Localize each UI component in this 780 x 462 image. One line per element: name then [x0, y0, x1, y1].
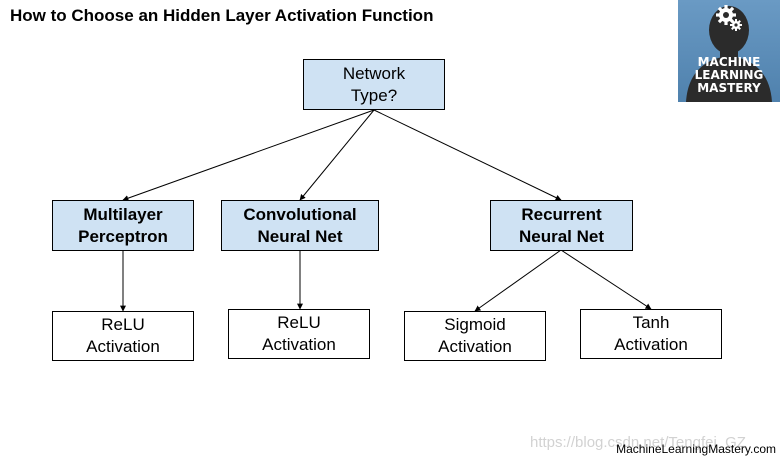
node-cnn-line1: Convolutional — [243, 204, 357, 224]
node-tanh-line2: Activation — [614, 335, 688, 354]
node-network-type: Network Type? — [303, 59, 445, 110]
node-relu-mlp-line1: ReLU — [101, 315, 145, 334]
node-tanh-activation: Tanh Activation — [580, 309, 722, 359]
footer-site-credit: MachineLearningMastery.com — [616, 442, 776, 456]
node-convolutional-neural-net: Convolutional Neural Net — [221, 200, 379, 251]
edge-root-to-cnn — [299, 109, 375, 201]
node-relu-activation-mlp: ReLU Activation — [52, 311, 194, 361]
logo-line-2: LEARNING — [694, 68, 764, 82]
node-relu-activation-cnn: ReLU Activation — [228, 309, 370, 359]
node-sigmoid-line1: Sigmoid — [444, 315, 506, 334]
logo-line-1: MACHINE — [697, 55, 761, 69]
node-sigmoid-activation: Sigmoid Activation — [404, 311, 546, 361]
head-with-gears-icon — [686, 5, 772, 102]
node-relu-cnn-line1: ReLU — [277, 313, 321, 332]
node-relu-cnn-line2: Activation — [262, 335, 336, 354]
logo-wordmark: MACHINE LEARNING MASTERY — [678, 56, 780, 95]
diagram-title: How to Choose an Hidden Layer Activation… — [10, 6, 434, 25]
node-network-type-line2: Type? — [350, 85, 398, 105]
node-cnn-line2: Neural Net — [257, 226, 343, 246]
node-rnn-line2: Neural Net — [518, 226, 605, 246]
node-network-type-line1: Network — [342, 63, 406, 83]
machine-learning-mastery-logo: MACHINE LEARNING MASTERY — [678, 0, 780, 102]
node-sigmoid-line2: Activation — [438, 337, 512, 356]
edge-root-to-rnn — [373, 109, 562, 201]
node-tanh-line1: Tanh — [632, 313, 670, 332]
edge-rnn-to-tanh — [560, 249, 652, 310]
csdn-watermark: https://blog.csdn.net/Tengfei_GZ — [530, 434, 746, 451]
node-recurrent-neural-net: Recurrent Neural Net — [490, 200, 633, 251]
node-mlp-line2: Perceptron — [78, 226, 168, 246]
node-rnn-line1: Recurrent — [521, 204, 602, 224]
node-multilayer-perceptron: Multilayer Perceptron — [52, 200, 194, 251]
logo-line-3: MASTERY — [697, 81, 761, 95]
node-relu-mlp-line2: Activation — [86, 337, 160, 356]
node-mlp-line1: Multilayer — [83, 204, 163, 224]
edge-rnn-to-sigmoid — [474, 249, 562, 312]
edge-root-to-mlp — [122, 109, 375, 202]
